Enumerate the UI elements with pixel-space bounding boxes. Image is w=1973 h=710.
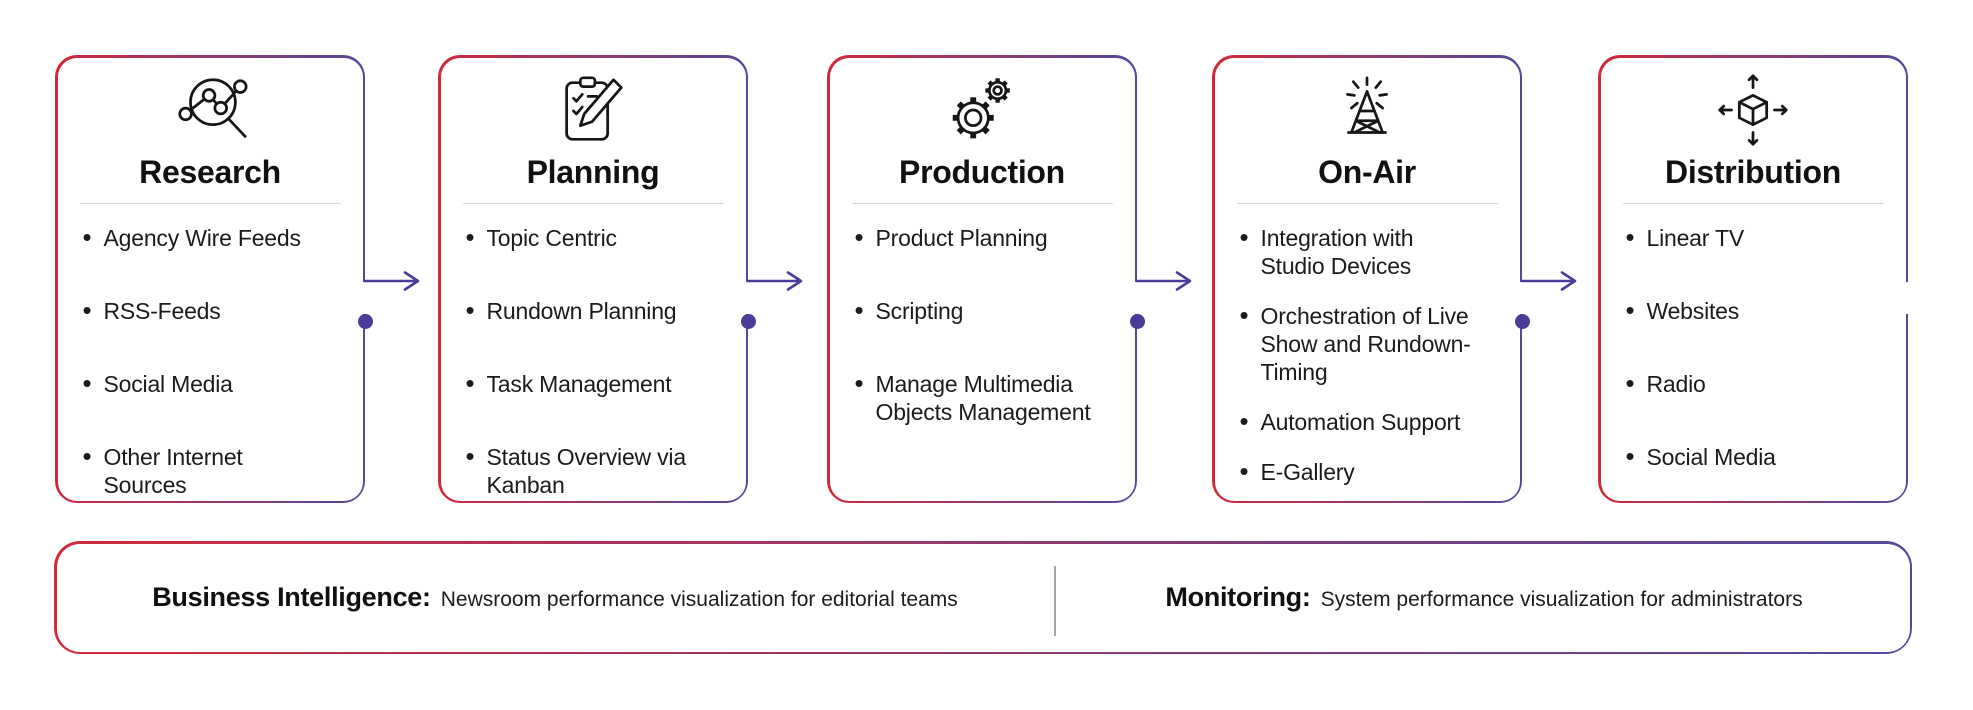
feature-item: RSS-Feeds bbox=[83, 296, 351, 325]
flow-arrow bbox=[747, 271, 803, 291]
footer-bar: Business Intelligence: Newsroom performan… bbox=[54, 541, 1912, 654]
feature-item: Manage Multimedia Objects Management bbox=[855, 369, 1123, 426]
feature-item: Topic Centric bbox=[466, 223, 734, 252]
connector-dot bbox=[358, 314, 373, 329]
footer-bar-body: Business Intelligence: Newsroom performan… bbox=[56, 543, 1913, 652]
planning-clipboard-icon bbox=[565, 75, 623, 141]
production-gears-icon bbox=[952, 77, 1010, 138]
title-divider bbox=[1236, 202, 1498, 204]
feature-list: Integration with Studio Devices Orchestr… bbox=[1215, 223, 1520, 508]
border-gap bbox=[1903, 282, 1909, 314]
flow-arrow bbox=[364, 271, 420, 291]
stage-icon-wrap bbox=[1215, 70, 1520, 152]
feature-list: Agency Wire Feeds RSS-Feeds Social Media… bbox=[58, 223, 363, 544]
footer-label: Business Intelligence: bbox=[152, 582, 431, 612]
stage-icon-wrap bbox=[58, 70, 363, 152]
flow-arrow bbox=[1136, 271, 1192, 291]
stage-card-planning-body: Planning Topic Centric Rundown Planning … bbox=[440, 57, 746, 501]
feature-list: Topic Centric Rundown Planning Task Mana… bbox=[441, 223, 746, 544]
stage-card-research: Research Agency Wire Feeds RSS-Feeds Soc… bbox=[55, 55, 366, 503]
stage-card-distribution-body: Distribution Linear TV Websites Radio So… bbox=[1600, 57, 1906, 501]
border-gap bbox=[1132, 282, 1138, 314]
feature-item: Scripting bbox=[855, 296, 1123, 325]
stage-card-production-body: Production Product Planning Scripting Ma… bbox=[829, 57, 1135, 501]
feature-item: Rundown Planning bbox=[466, 296, 734, 325]
border-gap bbox=[743, 282, 749, 314]
distribution-cube-icon bbox=[1718, 73, 1788, 146]
connector-dot bbox=[741, 314, 756, 329]
footer-section-text: Monitoring: System performance visualizat… bbox=[1165, 582, 1802, 613]
research-analytics-icon bbox=[178, 77, 248, 138]
feature-item: Automation Support bbox=[1240, 407, 1508, 436]
feature-item: Social Media bbox=[83, 369, 351, 398]
feature-item: Status Overview via Kanban bbox=[466, 442, 734, 499]
footer-section-text: Business Intelligence: Newsroom performan… bbox=[152, 582, 958, 613]
footer-label: Monitoring: bbox=[1165, 582, 1311, 612]
title-divider bbox=[79, 202, 341, 204]
stage-title: Distribution bbox=[1665, 153, 1841, 190]
feature-item: Other Internet Sources bbox=[83, 442, 351, 499]
feature-item: Linear TV bbox=[1626, 223, 1894, 252]
footer-description: System performance visualization for adm… bbox=[1320, 588, 1803, 611]
stage-card-research-body: Research Agency Wire Feeds RSS-Feeds Soc… bbox=[57, 57, 363, 501]
feature-item: Product Planning bbox=[855, 223, 1123, 252]
feature-item: Websites bbox=[1626, 296, 1894, 325]
flow-arrow bbox=[1521, 271, 1577, 291]
connector-dot bbox=[1130, 314, 1145, 329]
feature-item: Task Management bbox=[466, 369, 734, 398]
feature-item: Agency Wire Feeds bbox=[83, 223, 351, 252]
feature-item: E-Gallery bbox=[1240, 457, 1508, 486]
stage-card-distribution: Distribution Linear TV Websites Radio So… bbox=[1598, 55, 1909, 503]
feature-item: Social Media bbox=[1626, 442, 1894, 471]
stage-card-planning: Planning Topic Centric Rundown Planning … bbox=[438, 55, 749, 503]
title-divider bbox=[851, 202, 1113, 204]
stage-title: Planning bbox=[526, 153, 660, 190]
title-divider bbox=[1622, 202, 1884, 204]
feature-item: Radio bbox=[1626, 369, 1894, 398]
feature-item: Orchestration of Live Show and Rundown- … bbox=[1240, 301, 1508, 386]
footer-section-monitoring: Monitoring: System performance visualizat… bbox=[1056, 544, 1913, 652]
stage-icon-wrap bbox=[830, 70, 1135, 152]
feature-item: Integration with Studio Devices bbox=[1240, 223, 1508, 280]
footer-description: Newsroom performance visualization for e… bbox=[440, 588, 958, 611]
footer-section-business-intelligence: Business Intelligence: Newsroom performan… bbox=[57, 544, 1054, 652]
border-gap bbox=[360, 282, 366, 314]
stage-card-on-air: On-Air Integration with Studio Devices O… bbox=[1212, 55, 1523, 503]
feature-list: Linear TV Websites Radio Social Media bbox=[1601, 223, 1906, 516]
onair-tower-icon bbox=[1346, 75, 1388, 134]
stage-title: Research bbox=[139, 153, 281, 190]
border-gap bbox=[1517, 282, 1523, 314]
stage-title: Production bbox=[899, 153, 1065, 190]
footer-divider bbox=[1053, 565, 1056, 636]
stage-card-production: Production Product Planning Scripting Ma… bbox=[827, 55, 1138, 503]
connector-dot bbox=[1515, 314, 1530, 329]
title-divider bbox=[462, 202, 724, 204]
stage-card-on-air-body: On-Air Integration with Studio Devices O… bbox=[1214, 57, 1520, 501]
feature-list: Product Planning Scripting Manage Multim… bbox=[830, 223, 1135, 471]
stage-icon-wrap bbox=[441, 70, 746, 152]
stage-title: On-Air bbox=[1318, 153, 1416, 190]
stage-icon-wrap bbox=[1601, 70, 1906, 152]
